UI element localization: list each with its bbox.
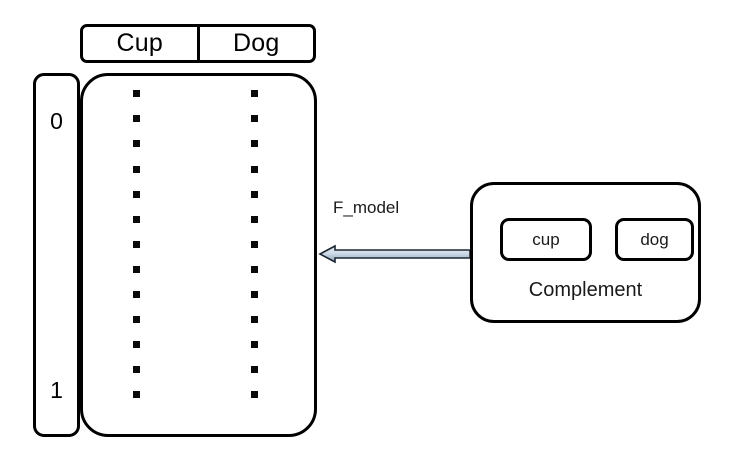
data-dot <box>132 340 140 348</box>
complement-caption: Complement <box>528 279 643 301</box>
data-dot <box>132 90 140 98</box>
data-dot <box>250 340 258 348</box>
f-model-arrow <box>318 243 472 265</box>
data-dot <box>132 190 140 198</box>
data-dot <box>132 315 140 323</box>
data-dot <box>132 391 140 399</box>
data-dot <box>132 365 140 373</box>
data-dot <box>132 240 140 248</box>
data-dot <box>250 115 258 123</box>
data-dot <box>250 391 258 399</box>
data-dot <box>132 215 140 223</box>
data-dot <box>132 115 140 123</box>
sub-box-dog[interactable]: dog <box>615 218 694 261</box>
arrow-label: F_model <box>333 198 400 217</box>
data-dot <box>250 290 258 298</box>
data-dot <box>250 265 258 273</box>
dot-column-cup <box>126 76 146 434</box>
data-dot <box>250 365 258 373</box>
plot-body <box>80 73 317 437</box>
axis-column: 0 1 <box>33 73 80 437</box>
data-dot <box>250 190 258 198</box>
axis-tick-top: 0 <box>50 108 63 134</box>
data-dot <box>250 165 258 173</box>
data-dot <box>132 140 140 148</box>
data-dot <box>250 90 258 98</box>
complement-box: cup dog Complement <box>470 182 701 323</box>
data-dot <box>132 265 140 273</box>
data-dot <box>132 290 140 298</box>
data-dot <box>132 165 140 173</box>
data-dot <box>250 140 258 148</box>
arrow-left-icon <box>318 244 471 264</box>
header-cell-dog: Dog <box>196 27 314 60</box>
sub-box-cup[interactable]: cup <box>500 218 592 261</box>
data-dot <box>250 240 258 248</box>
dot-column-dog <box>244 76 264 434</box>
data-dot <box>250 215 258 223</box>
header-cell-cup: Cup <box>116 29 163 57</box>
axis-tick-bottom: 1 <box>50 377 63 403</box>
column-header-row: Cup Dog <box>80 24 316 63</box>
data-dot <box>250 315 258 323</box>
